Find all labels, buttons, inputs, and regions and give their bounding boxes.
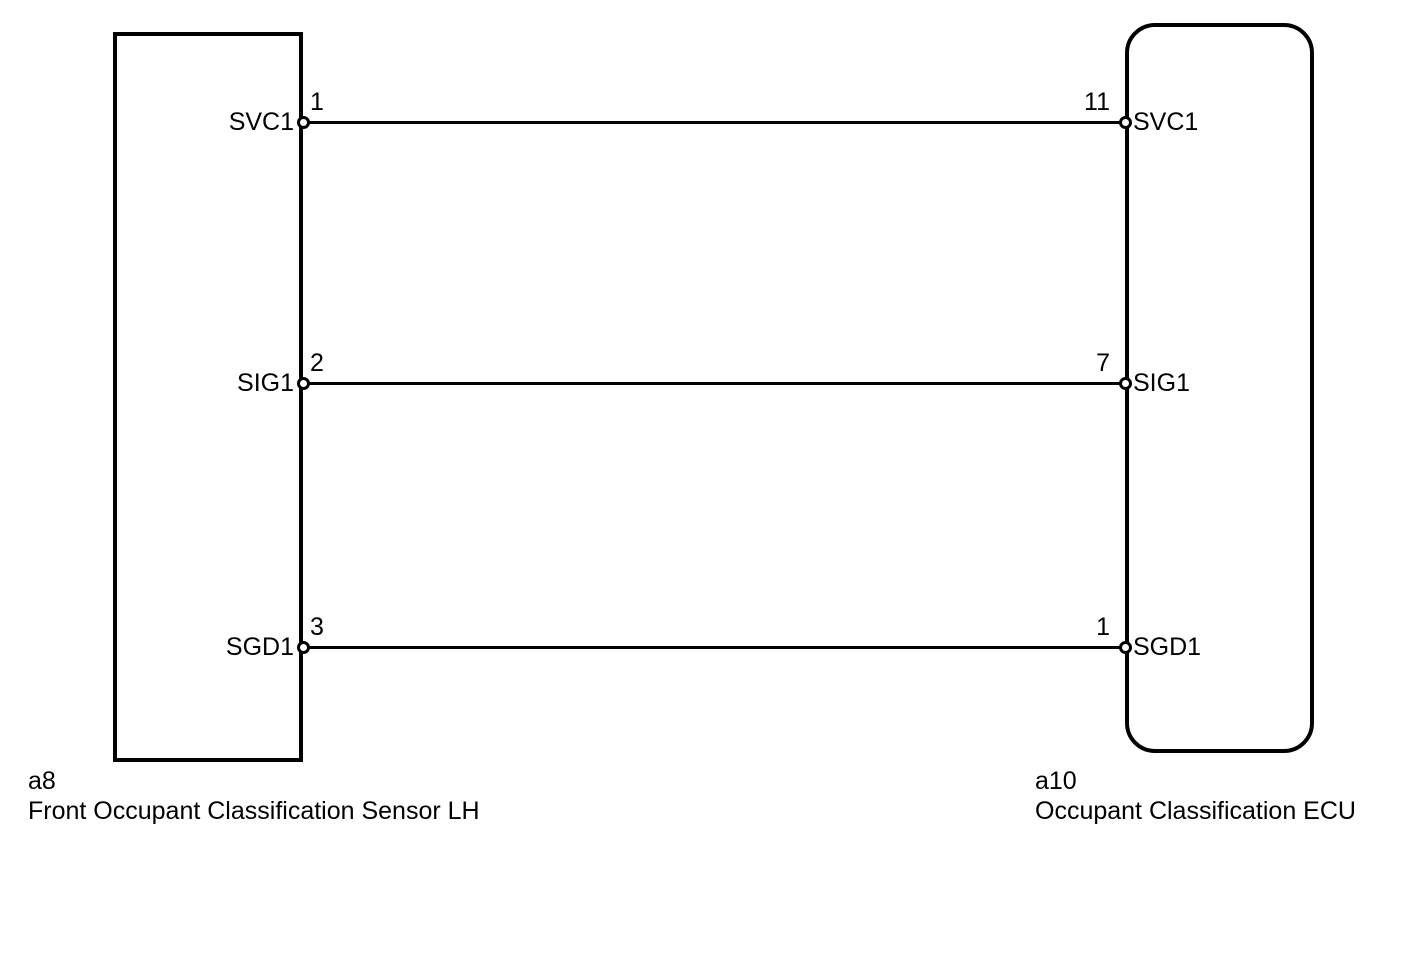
pin-terminal-a10-1: [1118, 640, 1132, 654]
pin-number-a8-3: 3: [310, 613, 324, 641]
pin-label-a10-sig1: SIG1: [1133, 369, 1190, 397]
right-connector-caption: a10 Occupant Classification ECU: [1035, 766, 1356, 826]
pin-number-a10-1: 1: [1096, 613, 1110, 641]
pin-number-a10-7: 7: [1096, 349, 1110, 377]
pin-label-a8-svc1: SVC1: [228, 108, 294, 136]
left-connector-id: a8: [28, 767, 56, 795]
pin-terminal-a10-7: [1118, 376, 1132, 390]
right-connector-id: a10: [1035, 767, 1077, 795]
pin-number-a10-11: 11: [1084, 88, 1110, 116]
right-connector-name: Occupant Classification ECU: [1035, 797, 1356, 825]
left-connector-caption: a8 Front Occupant Classification Sensor …: [28, 766, 480, 826]
pin-terminal-a8-1: [296, 115, 310, 129]
pin-label-a10-sgd1: SGD1: [1133, 633, 1202, 661]
pin-terminal-a10-11: [1118, 115, 1132, 129]
left-connector-name: Front Occupant Classification Sensor LH: [28, 797, 480, 825]
pin-number-a8-2: 2: [310, 349, 324, 377]
wire-sgd1: [303, 645, 1125, 649]
wire-svc1: [303, 120, 1125, 124]
wire-sig1: [303, 381, 1125, 385]
pin-terminal-a8-2: [296, 376, 310, 390]
pin-label-a8-sig1: SIG1: [237, 369, 294, 397]
pin-label-a10-svc1: SVC1: [1133, 108, 1199, 136]
pin-label-a8-sgd1: SGD1: [225, 633, 294, 661]
pin-terminal-a8-3: [296, 640, 310, 654]
left-connector-box: [113, 32, 303, 762]
pin-number-a8-1: 1: [310, 88, 324, 116]
